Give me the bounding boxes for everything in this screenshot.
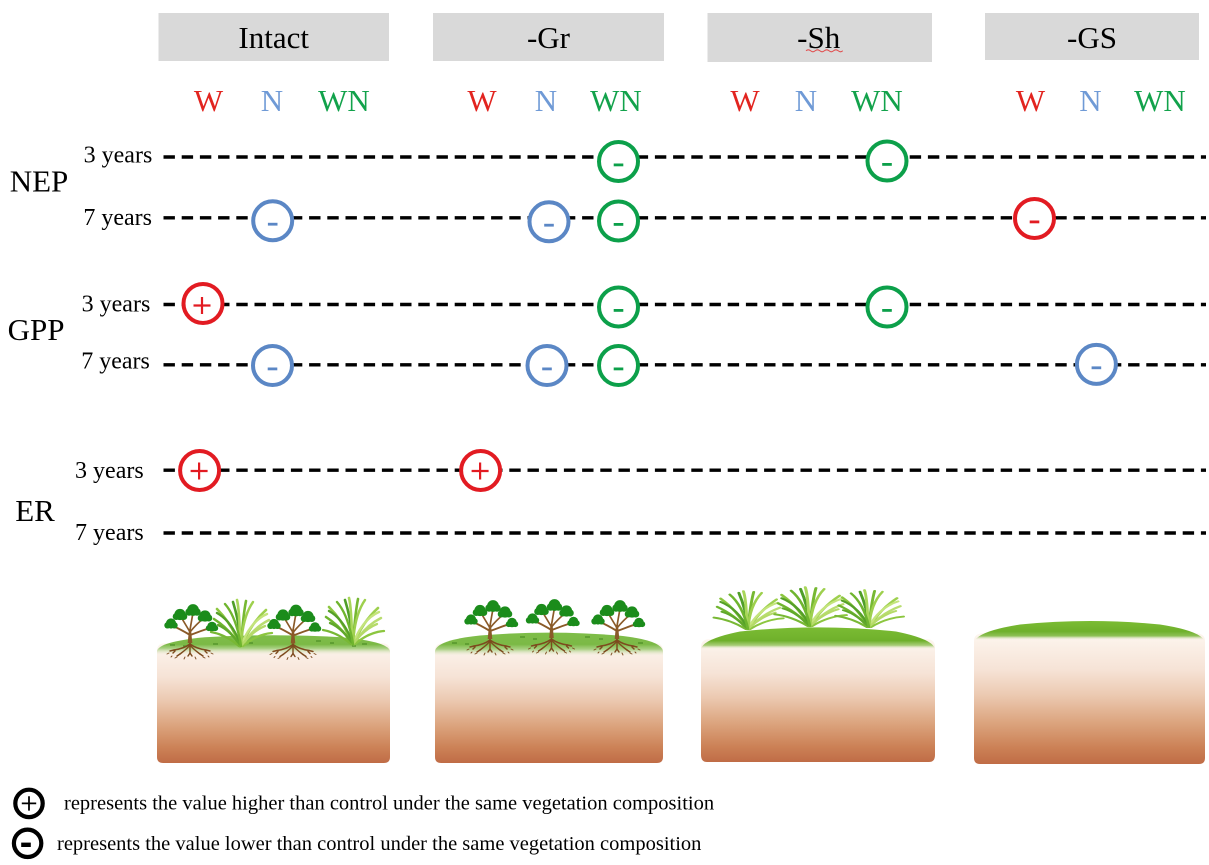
svg-text:W: W: [194, 83, 224, 118]
svg-text:ER: ER: [15, 493, 55, 528]
svg-text:WN: WN: [851, 83, 903, 118]
svg-text:N: N: [1079, 83, 1101, 118]
svg-text:W: W: [730, 83, 760, 118]
svg-text:3 years: 3 years: [82, 292, 151, 318]
svg-text:WN: WN: [1134, 83, 1186, 118]
svg-text:WN: WN: [318, 83, 370, 118]
svg-text:3 years: 3 years: [75, 458, 144, 484]
svg-text:Intact: Intact: [238, 20, 309, 55]
svg-text:N: N: [261, 83, 283, 118]
svg-text:3 years: 3 years: [84, 142, 153, 168]
svg-text:7 years: 7 years: [83, 205, 152, 231]
svg-text:W: W: [467, 83, 497, 118]
svg-text:GPP: GPP: [8, 312, 65, 347]
svg-text:W: W: [1016, 83, 1046, 118]
svg-text:7 years: 7 years: [81, 348, 150, 374]
svg-text:NEP: NEP: [10, 164, 69, 199]
svg-text:-Sh: -Sh: [797, 20, 841, 55]
svg-text:N: N: [535, 83, 557, 118]
svg-text:represents the value lower tha: represents the value lower than control …: [57, 833, 701, 855]
svg-text:WN: WN: [590, 83, 642, 118]
svg-text:N: N: [795, 83, 817, 118]
svg-text:7 years: 7 years: [75, 520, 144, 546]
svg-text:-GS: -GS: [1067, 20, 1117, 55]
svg-text:represents the value higher th: represents the value higher than control…: [64, 792, 714, 814]
svg-text:-Gr: -Gr: [527, 20, 571, 55]
